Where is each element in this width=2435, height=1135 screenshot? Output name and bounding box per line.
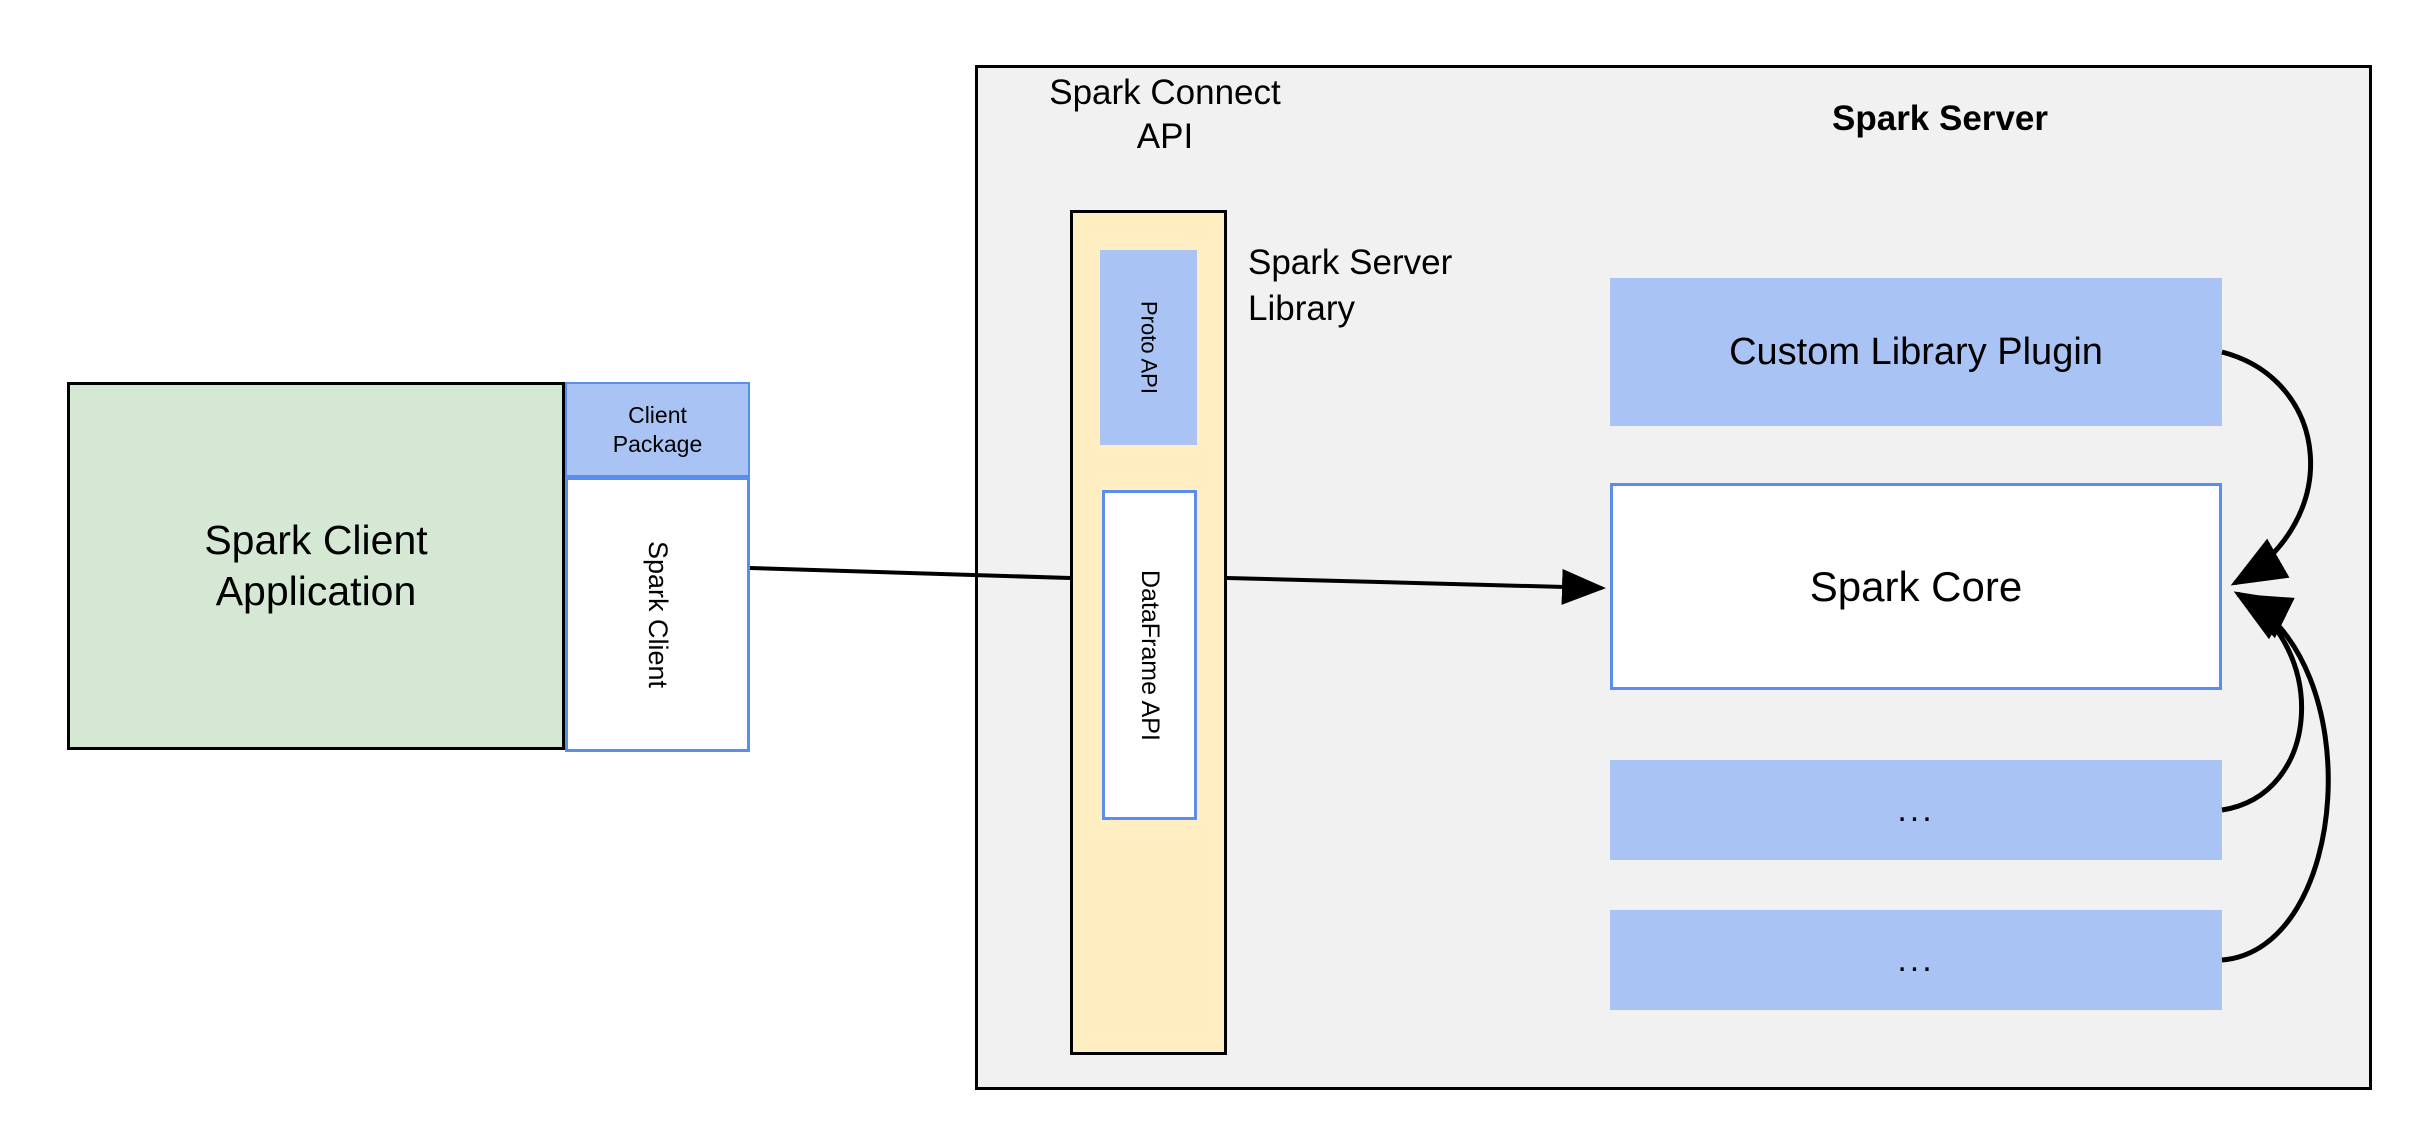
placeholder-plugin-label-2: ...	[1897, 940, 1935, 979]
spark-server-library-label: Spark Server Library	[1248, 240, 1568, 360]
spark-connect-api-title-line2: API	[1136, 117, 1194, 156]
client-package-line2: Package	[612, 430, 703, 457]
spark-client-label: Spark Client	[643, 540, 673, 689]
placeholder-plugin-label-1: ...	[1897, 790, 1935, 829]
spark-client-application-line1: Spark Client	[204, 516, 428, 563]
spark-client-application-box[interactable]: Spark Client Application	[67, 382, 565, 750]
spark-connect-api-title: Spark Connect API	[1020, 65, 1310, 165]
spark-client-application-line2: Application	[215, 568, 417, 614]
client-package-box[interactable]: Client Package	[565, 382, 750, 477]
custom-library-plugin-box[interactable]: Custom Library Plugin	[1610, 278, 2222, 426]
dataframe-api-label: DataFrame API	[1136, 569, 1164, 741]
spark-core-box[interactable]: Spark Core	[1610, 483, 2222, 690]
dataframe-api-box[interactable]: DataFrame API	[1102, 490, 1197, 820]
proto-api-box[interactable]: Proto API	[1100, 250, 1197, 445]
spark-client-box[interactable]: Spark Client	[565, 477, 750, 752]
placeholder-plugin-box-1[interactable]: ...	[1610, 760, 2222, 860]
spark-connect-api-title-line1: Spark Connect	[1049, 73, 1281, 113]
placeholder-plugin-box-2[interactable]: ...	[1610, 910, 2222, 1010]
client-package-line1: Client	[628, 401, 687, 428]
spark-core-label: Spark Core	[1809, 562, 2023, 610]
proto-api-label: Proto API	[1136, 301, 1162, 394]
spark-server-title: Spark Server	[1832, 99, 2048, 138]
custom-library-plugin-label: Custom Library Plugin	[1729, 330, 2103, 373]
spark-server-library-line2: Library	[1248, 288, 1355, 328]
spark-server-library-line1: Spark Server	[1248, 243, 1453, 282]
